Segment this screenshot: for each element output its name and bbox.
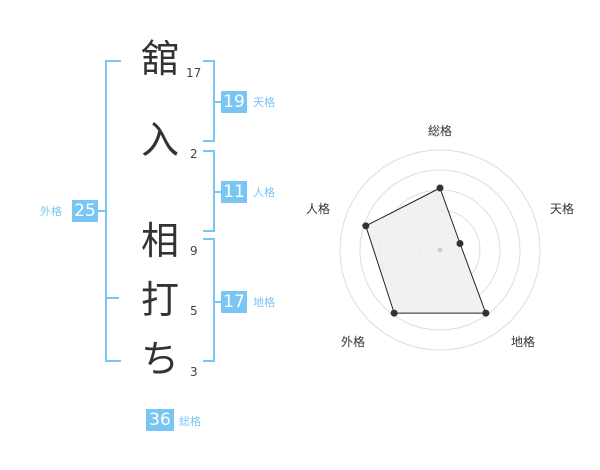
name-char-4: 打 [141,278,180,322]
radar-label-chikaku: 地格 [511,335,536,349]
radar-ring [419,229,461,271]
jinkaku-bracket-connector [213,191,222,193]
gaikaku-bracket-tick [105,297,119,299]
radar-shape [365,187,487,314]
gaikaku-label: 外格 [40,205,62,218]
radar-point [390,309,398,317]
stroke-count-1: 17 [186,66,202,80]
jinkaku-label: 人格 [253,186,275,199]
radar-label-jinkaku: 人格 [306,202,331,216]
gaikaku-bracket [105,60,121,362]
tenkaku-bracket-connector [213,101,222,103]
stroke-count-3: 9 [190,244,198,258]
soukaku-label: 総格 [179,415,201,428]
name-char-5: ち [141,337,180,381]
radar-label-soukaku: 総格 [428,124,453,138]
radar-point [436,184,444,192]
stroke-count-2: 2 [190,147,198,161]
gaikaku-badge: 25 [72,200,98,222]
stroke-count-5: 3 [190,365,198,379]
radar-ring [339,149,541,351]
radar-ring [359,169,521,331]
radar-point [456,240,464,248]
radar-center-dot [437,247,443,253]
chikaku-bracket [203,238,215,362]
chikaku-badge: 17 [221,291,247,313]
name-char-3: 相 [141,219,180,263]
radar-rings [339,149,541,351]
stroke-count-4: 5 [190,304,198,318]
radar-label-gaikaku: 外格 [341,335,366,349]
name-char-2: 入 [141,118,180,162]
tenkaku-label: 天格 [253,96,275,109]
radar-ring [399,209,481,291]
soukaku-badge: 36 [146,409,174,431]
chikaku-label: 地格 [253,296,275,309]
chikaku-bracket-connector [213,301,222,303]
radar-label-tenkaku: 天格 [550,202,575,216]
radar-ring [379,189,501,311]
jinkaku-badge: 11 [221,181,247,203]
radar-point [482,309,490,317]
name-char-1: 舘 [141,37,180,81]
radar-point [362,222,370,230]
gaikaku-bracket-connector [97,210,107,212]
tenkaku-badge: 19 [221,91,247,113]
radar-points [362,184,490,317]
